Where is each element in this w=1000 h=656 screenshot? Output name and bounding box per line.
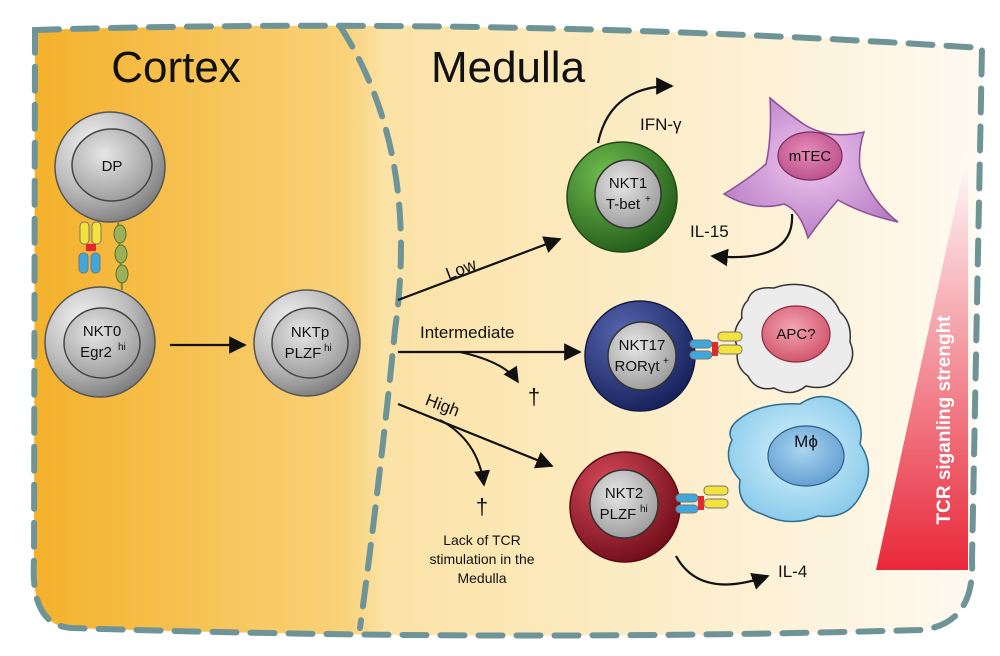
arrow-high [397,402,554,469]
nktp-label: NKTp [291,324,329,341]
nktp-cell: NKTp PLZF hi [253,289,361,397]
death-symbol-high: † [476,494,488,519]
tcr-signal-gradient [876,150,968,570]
cytokine-il15: IL-15 [690,222,729,241]
arrow-il4 [675,555,770,590]
arrow-il15 [710,213,794,267]
tcr-signal-label: TCR siganling strenght [934,315,955,525]
nkt1-marker-superscript: + [645,194,651,205]
cortex-title: Cortex [111,43,241,92]
arrow-high-death [439,419,491,487]
nkt1-label: NKT1 [609,175,647,192]
nktp-marker: PLZF [285,345,322,362]
apc-cell: APC? [734,283,854,394]
tcr-cd1d-complex-cortex [78,219,129,291]
nkt2-cell: NKT2 PLZF hi [569,451,681,563]
nkt0-label: NKT0 [83,323,121,340]
macrophage-label: Mϕ [794,432,818,451]
nkt2-marker: PLZF [600,506,637,523]
arrow-ifn [596,77,674,144]
label-intermediate: Intermediate [420,323,515,342]
nkt1-marker: T-bet [606,196,641,213]
death-note-line3: Medulla [457,570,506,586]
medulla-title: Medulla [431,43,586,92]
nkt2-marker-superscript: hi [640,504,648,515]
dp-cell: DP [54,111,166,223]
cytokine-ifn: IFN-γ [640,115,682,134]
nkt2-label: NKT2 [605,485,643,502]
arrow-low [397,236,562,302]
cytokine-il4: IL-4 [778,562,807,581]
death-note-line2: stimulation in the [429,551,534,567]
death-note-line1: Lack of TCR [443,532,521,548]
nkt0-cell: NKT0 Egr2 hi [44,286,156,398]
nkt17-marker-superscript: + [663,356,669,367]
nktp-marker-superscript: hi [324,343,332,354]
nkt0-marker: Egr2 [80,344,112,361]
mtec-label: mTEC [789,148,832,165]
thymus-outline [30,22,986,639]
nkt17-cell: NKT17 RORγt + [584,300,696,412]
nkt17-label: NKT17 [619,337,666,354]
arrow-intermediate-death [459,351,519,384]
death-symbol-intermediate: † [528,384,540,409]
nkt17-marker: RORγt [615,358,661,375]
tcr-cd1d-complex-macrophage [675,485,729,514]
dp-label: DP [102,158,123,175]
nkt1-cell: NKT1 T-bet + [566,141,678,253]
mtec-cell: mTEC [722,96,899,240]
macrophage-cell: Mϕ [727,395,870,523]
apc-label: APC? [776,326,815,343]
tcr-cd1d-complex-apc [689,331,743,360]
nkt0-marker-superscript: hi [118,342,126,353]
cortex-medulla-boundary [337,23,404,631]
